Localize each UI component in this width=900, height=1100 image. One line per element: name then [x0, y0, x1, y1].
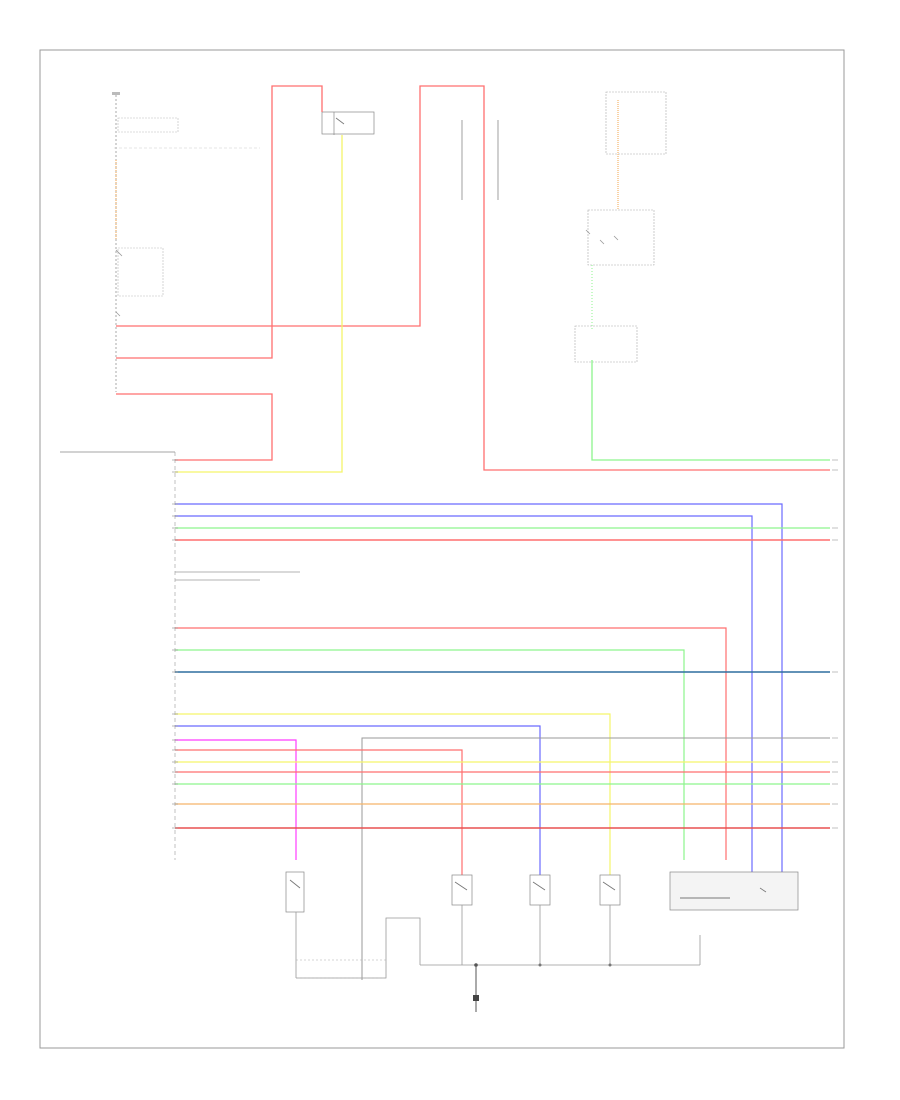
- switch-contact-icon: [289, 879, 301, 889]
- splice-dot-icon: [474, 963, 478, 967]
- switch-contact-icon: [602, 881, 616, 891]
- wire-blue-3: [175, 725, 541, 875]
- upper-center-switch: [461, 110, 499, 210]
- splice-dot-icon: [538, 963, 542, 967]
- module-pin-marks: [172, 459, 178, 829]
- wire-red-3: [175, 749, 463, 875]
- upper-middle-relay: [321, 111, 375, 135]
- wire-green-sensor: [591, 360, 830, 461]
- wire-red-feed-c: [116, 393, 273, 461]
- left-ground-loop: [295, 917, 421, 979]
- wire-blue-1: [175, 503, 783, 880]
- wire-yellow-2: [175, 713, 611, 875]
- upper-right-fuse-block: [574, 91, 667, 363]
- switch-contact-icon: [532, 881, 546, 891]
- wire-yellow-switch: [175, 135, 343, 473]
- bottom-right-module: [669, 871, 799, 911]
- upper-left-fuse-block: [112, 92, 260, 392]
- bottom-switch-1: [285, 871, 305, 978]
- wire-red-feed-b: [116, 85, 323, 359]
- splice-dot-icon: [608, 963, 612, 967]
- wire-red-feed-a: [116, 85, 830, 471]
- right-edge-pin-marks: [832, 459, 838, 829]
- bottom-switch-2: [451, 874, 473, 965]
- wire-grey-1: [361, 737, 830, 980]
- wire-blue-2: [175, 515, 753, 880]
- diagram-frame: [39, 49, 845, 1049]
- ground-bus: [420, 935, 701, 1012]
- wire-magenta-1: [175, 739, 297, 860]
- bottom-switch-3: [529, 874, 551, 965]
- wire-red-2: [175, 627, 727, 860]
- switch-contact-icon: [454, 881, 468, 891]
- wire-green-2: [175, 649, 685, 860]
- ground-icon: [473, 995, 479, 1001]
- bottom-switch-4: [599, 874, 621, 965]
